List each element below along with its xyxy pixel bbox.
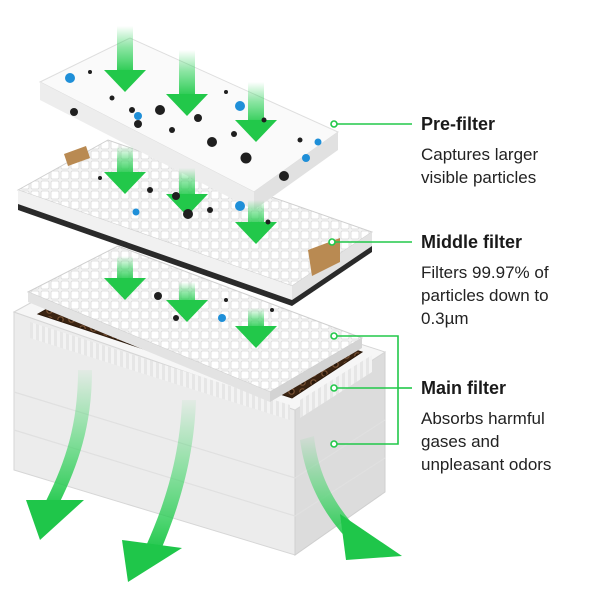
pre-filter-label: Pre-filter Captures larger visible parti… <box>421 113 606 189</box>
callout-dots <box>328 120 338 448</box>
dust-particle <box>173 315 179 321</box>
microbe-particle <box>132 208 140 216</box>
dust-particle <box>231 131 237 137</box>
dust-particle <box>98 176 102 180</box>
callout-dot <box>328 238 336 246</box>
airflow-arrow <box>166 50 208 116</box>
dust-particle <box>224 298 228 302</box>
pre-filter-title: Pre-filter <box>421 114 496 134</box>
dust-particle <box>172 192 180 200</box>
airflow-arrow-out-right <box>300 436 402 560</box>
tape-strip <box>64 146 90 166</box>
middle-filter-title: Middle filter <box>421 232 523 252</box>
microbe-particle <box>218 314 226 322</box>
dust-particle <box>194 114 202 122</box>
airflow-arrow <box>166 282 208 322</box>
dust-particle <box>270 308 274 312</box>
dust-particle <box>155 105 165 115</box>
middle-filter-plate <box>16 139 374 306</box>
pre-filter-description: Captures larger visible particles <box>421 143 606 189</box>
dust-particle <box>224 90 228 94</box>
dust-particle <box>207 207 213 213</box>
pre-filter-desc-line: visible particles <box>421 168 537 187</box>
microbe-particle <box>134 112 142 120</box>
callout-dot <box>330 332 338 340</box>
airflow-arrow-out-center <box>122 400 196 582</box>
dust-particle <box>240 152 252 164</box>
pre-filter-desc-line: Captures larger <box>421 145 539 164</box>
dust-particle <box>279 171 289 181</box>
airflow-arrows-out <box>26 370 402 582</box>
callout-bracket-main-filter <box>334 335 399 445</box>
main-filter-title: Main filter <box>421 378 507 398</box>
middle-filter-desc-line: Filters 99.97% of <box>421 263 549 282</box>
dust-particle <box>169 127 175 133</box>
middle-filter-desc-line: particles down to <box>421 286 549 305</box>
airflow-arrow <box>235 200 277 244</box>
dust-particle <box>129 107 135 113</box>
dust-particle <box>70 108 78 116</box>
callout-dot <box>330 440 338 448</box>
callout-lines <box>332 123 412 445</box>
dust-particle <box>88 70 92 74</box>
middle-filter-desc-line: 0.3µm <box>421 309 469 328</box>
airflow-arrow <box>104 146 146 194</box>
main-filter-desc-line: Absorbs harmful <box>421 409 545 428</box>
airflow-arrow <box>235 82 277 142</box>
dust-particle <box>261 117 267 123</box>
microbe-particle <box>65 73 75 83</box>
microbe-particles <box>65 73 322 322</box>
main-filter-label: Main filter Absorbs harmful gases and un… <box>421 377 606 476</box>
callout-dot <box>330 120 338 128</box>
microbe-particle <box>302 154 310 162</box>
middle-filter-description: Filters 99.97% of particles down to 0.3µ… <box>421 261 606 330</box>
airflow-arrows-in <box>104 26 277 348</box>
dust-particle <box>297 137 303 143</box>
microbe-particle <box>235 201 245 211</box>
microbe-particle <box>235 101 245 111</box>
dust-particle <box>147 187 153 193</box>
dust-particle <box>265 219 271 225</box>
airflow-arrow <box>104 26 146 92</box>
main-filter-description: Absorbs harmful gases and unpleasant odo… <box>421 407 606 476</box>
middle-filter-label: Middle filter Filters 99.97% of particle… <box>421 231 606 330</box>
airflow-arrow <box>235 308 277 348</box>
microbe-particle <box>314 138 322 146</box>
dust-particle <box>154 292 162 300</box>
main-filter-desc-line: gases and <box>421 432 500 451</box>
airflow-arrow-out-left <box>26 370 92 540</box>
callout-dot <box>330 384 338 392</box>
dust-particle <box>183 209 193 219</box>
dust-particle <box>109 95 115 101</box>
dust-particles <box>70 70 303 321</box>
airflow-arrow <box>104 256 146 300</box>
tape-strip <box>308 238 340 276</box>
dust-particle <box>134 120 142 128</box>
main-filter-desc-line: unpleasant odors <box>421 455 552 474</box>
dust-particle <box>207 137 217 147</box>
